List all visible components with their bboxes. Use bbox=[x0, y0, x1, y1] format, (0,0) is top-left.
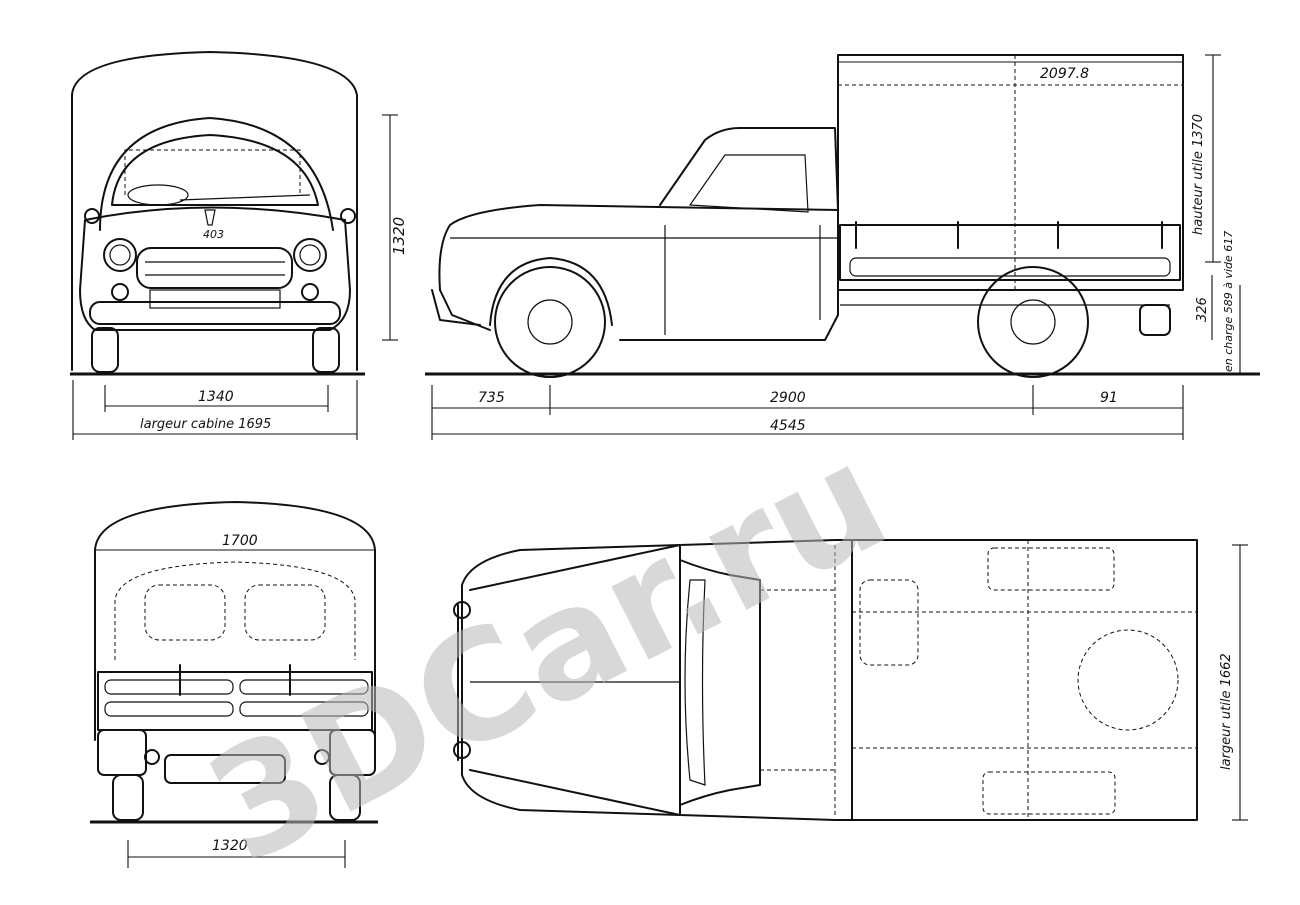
side-dim-rear-overhang: 91 bbox=[1100, 390, 1118, 406]
side-dim-wheelbase: 2900 bbox=[770, 390, 806, 406]
top-dim-useful-width: largeur utile 1662 bbox=[1219, 653, 1234, 770]
side-dim-326: 326 bbox=[1195, 297, 1210, 322]
top-view: largeur utile 1662 bbox=[453, 539, 1248, 821]
rear-dim-width: 1700 bbox=[222, 533, 258, 549]
front-badge: 403 bbox=[203, 228, 224, 241]
side-dim-useful-height: hauteur utile 1370 bbox=[1191, 114, 1206, 235]
side-dim-front-overhang: 735 bbox=[478, 390, 505, 406]
front-dim-height: 1320 bbox=[390, 217, 408, 255]
side-dim-total-length: 4545 bbox=[770, 418, 806, 434]
front-dim-cab-width: largeur cabine 1695 bbox=[140, 417, 271, 432]
side-dim-load-heights: en charge 589 à vide 617 bbox=[1222, 231, 1235, 372]
rear-view: 1700 1320 bbox=[90, 501, 378, 868]
side-view: 2097.8 hauteur utile 1370 326 en charge … bbox=[425, 54, 1260, 440]
front-dim-track: 1340 bbox=[198, 389, 234, 405]
watermark: 3DCar.ru bbox=[183, 411, 913, 898]
side-dim-box-length: 2097.8 bbox=[1040, 66, 1089, 82]
front-view: 403 1320 1340 largeur cabine 1695 bbox=[70, 51, 408, 440]
rear-dim-track: 1320 bbox=[212, 838, 248, 854]
